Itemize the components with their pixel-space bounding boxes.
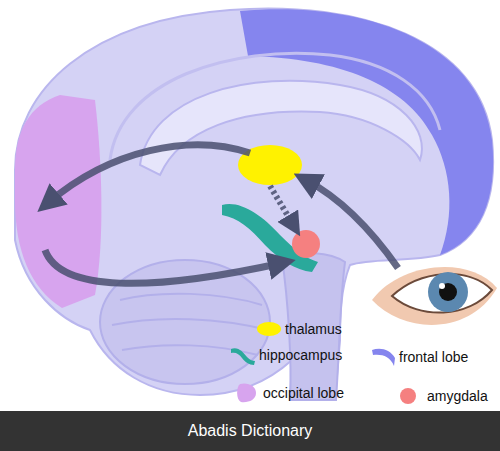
legend-swatch — [237, 383, 256, 402]
eye-highlight — [439, 283, 445, 289]
legend-label: amygdala — [427, 388, 488, 404]
legend-swatch — [400, 388, 416, 404]
eye-iris — [428, 272, 468, 312]
brainstem — [282, 253, 345, 400]
legend-entry: thalamus — [256, 318, 342, 340]
legend-swatch — [231, 348, 255, 365]
eye-pupil — [439, 283, 457, 301]
watermark-bar: Abadis Dictionary — [0, 411, 500, 451]
legend-entry: frontal lobe — [370, 346, 468, 368]
amygdala-shape — [292, 230, 320, 258]
frontal-lobe-region — [240, 9, 493, 255]
legend-swatch-frame — [370, 346, 396, 368]
pathway-arrow — [306, 180, 398, 268]
legend-label: frontal lobe — [399, 349, 468, 365]
legend-swatch-frame — [398, 385, 424, 407]
dashed-pathway-arrow — [270, 186, 294, 226]
legend-swatch — [372, 349, 395, 366]
legend-entry: hippocampus — [230, 344, 342, 366]
watermark-text: Abadis Dictionary — [188, 422, 313, 440]
legend-entry: occipital lobe — [234, 382, 344, 404]
legend-swatch-frame — [234, 382, 260, 404]
pathway-arrow — [48, 145, 250, 203]
eye-lid — [372, 267, 497, 325]
legend-label: occipital lobe — [263, 385, 344, 401]
legend-label: hippocampus — [259, 347, 342, 363]
legend-swatch-frame — [230, 344, 256, 366]
cerebellum-folds — [112, 294, 268, 355]
legend-swatch-frame — [256, 318, 282, 340]
cingulate-gyrus — [110, 53, 440, 160]
legend-swatch — [257, 322, 281, 336]
pathway-arrow — [45, 250, 282, 283]
legend-label: thalamus — [285, 321, 342, 337]
legend-entry: amygdala — [398, 385, 488, 407]
brain-outline — [15, 9, 493, 400]
